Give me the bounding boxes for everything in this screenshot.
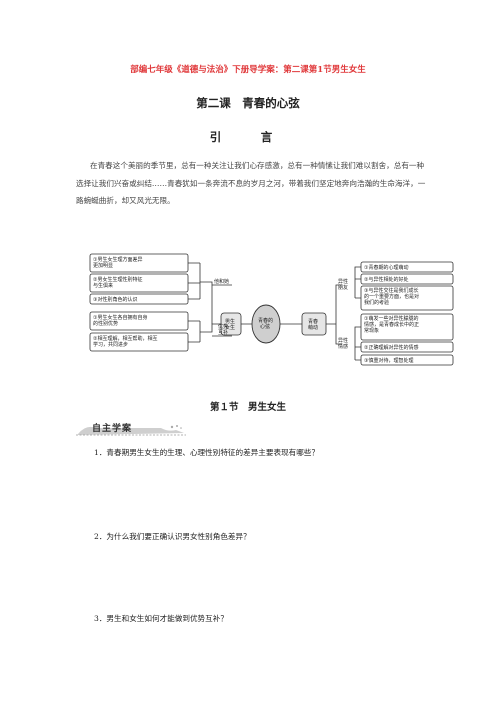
right-leaf-4-line2: 情感，是青春成长中的正 [364,321,419,328]
svg-text:①男生女生各自拥有自身的性别优势: ①男生女生各自拥有自身的性别优势 [93,314,147,327]
svg-text:①萌发一些对异性朦胧的情感，是青春成长中的正常现象: ①萌发一些对异性朦胧的情感，是青春成长中的正常现象 [364,315,419,334]
svg-text:优势互补: 优势互补 [218,323,228,336]
svg-text:②相互理解，相互帮助，相互学习，共同进步: ②相互理解，相互帮助，相互学习，共同进步 [93,335,157,348]
center-node [251,304,281,344]
svg-text:异性朋友: 异性朋友 [338,278,348,291]
right-leaf-2: ②与异性相处的好处 [364,276,408,283]
question-3: 3．男生和女生如何才能做到优势互补？ [94,614,228,623]
left-leaf-4-line1: ①男生女生各自拥有自身 [93,314,147,321]
center-line1: 青春的 [258,317,273,324]
intro-paragraph: 在青春这个美丽的季节里，总有一种关注让我们心存感激，总有一种情愫让我们难以割舍，… [76,161,426,205]
right-leaf-3-line1: ③与异性交往是我们成长 [364,287,418,294]
left-branch-bottom-line1: 优势 [218,323,228,330]
question-2: 2．为什么我们要正确认识男女性别角色差异？ [94,532,251,541]
self-study-banner [76,425,186,436]
left-leaf-4-line2: 的性别优势 [93,320,118,327]
right-leaf-4-line1: ①萌发一些对异性朦胧的 [364,315,418,322]
svg-text:异性情感: 异性情感 [338,337,348,350]
svg-text:青春萌动: 青春萌动 [308,318,318,331]
self-study-label: 自主学案 [92,424,133,434]
left-branch-top-label: 他和她 [214,278,229,285]
svg-text:②男女生生理性别特征与生俱来: ②男女生生理性别特征与生俱来 [93,276,142,289]
left-leaf-1-line2: 更加明显 [93,262,113,269]
document-header: 部编七年级《道德与法治》下册导学案：第二课第1节男生女生 [130,65,366,75]
svg-text:①男生女生理方面差异更加明显: ①男生女生理方面差异更加明显 [93,256,142,269]
intro-heading: 引 言 [209,130,287,144]
left-main-line2: 女生 [225,324,235,331]
svg-text:③与异性交往是我们成长的一个重要方面，也是对我们的考验: ③与异性交往是我们成长的一个重要方面，也是对我们的考验 [364,287,419,306]
right-leaf-6: ③慎重对待，理智处理 [364,357,413,364]
right-branch-top-line2: 朋友 [338,284,348,291]
right-leaf-5: ②正确理解对异性的情感 [364,344,418,351]
right-branch-top-line1: 异性 [338,278,348,285]
question-1: 1．青春期男生女生的生理、心理性别特征的差异主要表现有哪些？ [94,448,320,457]
lesson-title: 第二课 青春的心弦 [196,96,300,110]
right-leaf-4-line3: 常现象 [364,327,379,334]
section-title: 第１节 男生女生 [209,402,286,413]
left-leaf-2-line2: 与生俱来 [93,282,113,289]
svg-text:男生女生: 男生女生 [225,318,235,331]
svg-text:青春的心弦: 青春的心弦 [258,317,273,330]
right-branch-bottom-line1: 异性 [338,337,348,344]
right-main-line2: 萌动 [308,324,318,331]
left-main-node [220,312,242,336]
right-leaf-3-line2: 的一个重要方面，也是对 [364,293,419,300]
left-leaf-5-line2: 学习，共同进步 [93,341,128,348]
right-leaf-3-line3: 我们的考验 [364,299,389,306]
right-branch-bottom-line2: 情感 [338,343,348,350]
right-leaf-1: ①青春期的心理萌动 [364,264,408,271]
right-main-line1: 青春 [308,318,318,325]
left-leaf-1-line1: ①男生女生理方面差异 [93,256,142,263]
left-branch-bottom-line2: 互补 [218,329,228,336]
right-main-node [301,312,327,336]
left-leaf-5-line1: ②相互理解，相互帮助，相互 [93,335,157,342]
left-main-line1: 男生 [225,318,235,325]
left-leaf-2-line1: ②男女生生理性别特征 [93,276,142,283]
center-line2: 心弦 [260,323,270,330]
left-leaf-3: ③对性别角色的认识 [93,296,137,303]
